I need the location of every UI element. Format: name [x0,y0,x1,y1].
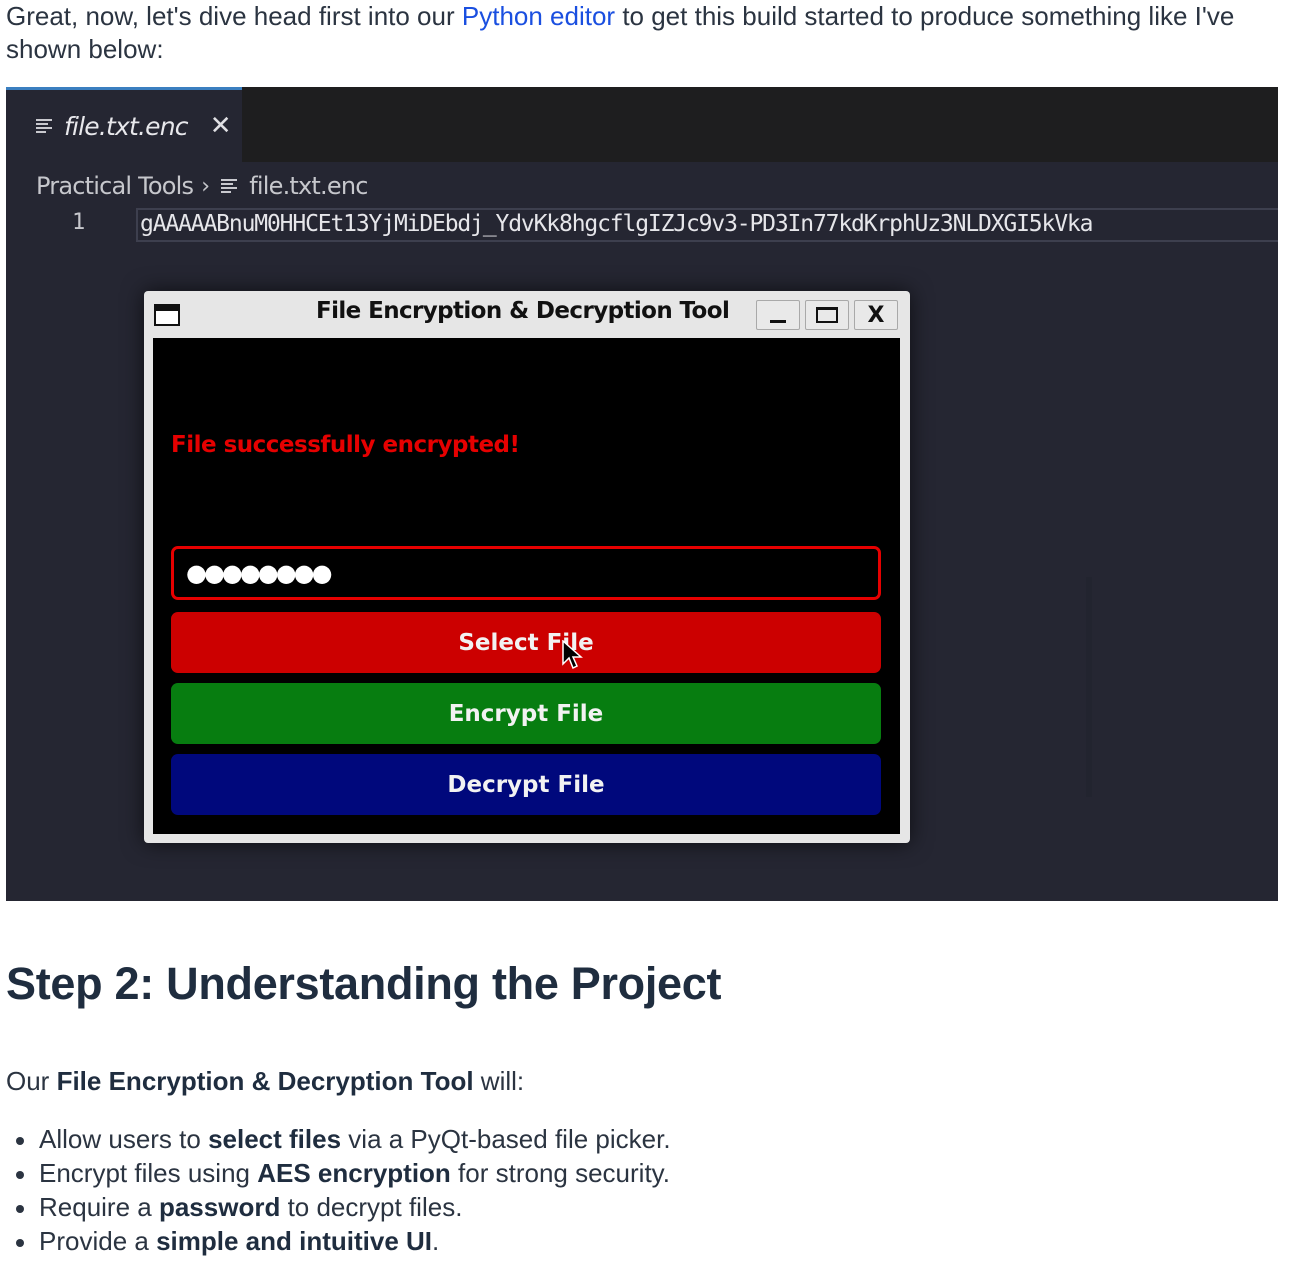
breadcrumb-file[interactable]: file.txt.enc [249,172,368,200]
item-bold: password [158,1192,281,1222]
editor-tab-bar: file.txt.enc ✕ [6,87,1278,162]
status-message: File successfully encrypted! [171,432,520,458]
close-icon: X [867,302,885,328]
breadcrumb: Practical Tools › file.txt.enc [36,169,368,203]
password-input[interactable]: ●●●●●●●● [171,546,881,600]
text-file-icon [221,179,238,193]
item-text: . [432,1226,440,1256]
minimize-button[interactable] [756,300,800,330]
select-file-button[interactable]: Select File [171,612,881,673]
tab-label: file.txt.enc [64,111,189,141]
minimize-icon [770,319,786,323]
item-bold: AES encryption [257,1158,451,1188]
item-bold: simple and intuitive UI [156,1226,433,1256]
lead-suffix: will: [473,1066,525,1096]
code-line: 1 gAAAAABnuM0HHCEt13YjMiDEbdj_YdvKk8hgcf… [6,208,1278,242]
app-window: File Encryption & Decryption Tool X File… [144,291,910,843]
intro-paragraph: Great, now, let's dive head first into o… [6,0,1276,66]
item-text: Require a [39,1192,159,1222]
list-item: Encrypt files using AES encryption for s… [14,1156,671,1190]
maximize-icon [816,307,838,323]
list-item: Provide a simple and intuitive UI. [14,1224,671,1258]
encrypted-content[interactable]: gAAAAABnuM0HHCEt13YjMiDEbdj_YdvKk8hgcflg… [140,211,1093,237]
window-title: File Encryption & Decryption Tool [316,298,730,324]
breadcrumb-folder[interactable]: Practical Tools [36,172,194,200]
current-line-highlight [136,208,1278,242]
item-bold: select files [208,1124,342,1154]
maximize-button[interactable] [805,300,849,330]
item-text: Encrypt files using [39,1158,258,1188]
feature-list: Allow users to select files via a PyQt-b… [14,1122,671,1258]
line-number: 1 [72,210,86,235]
window-body: File successfully encrypted! ●●●●●●●● Se… [153,338,900,834]
lead-bold: File Encryption & Decryption Tool [56,1066,474,1096]
close-window-button[interactable]: X [854,300,898,330]
lead-paragraph: Our File Encryption & Decryption Tool wi… [6,1066,524,1097]
window-icon [154,304,180,326]
list-item: Require a password to decrypt files. [14,1190,671,1224]
password-value: ●●●●●●●● [186,559,333,587]
section-heading: Step 2: Understanding the Project [6,958,722,1009]
item-text: to decrypt files. [280,1192,463,1222]
tab-file-txt-enc[interactable]: file.txt.enc ✕ [6,87,242,162]
lead-prefix: Our [6,1066,57,1096]
scroll-indicator [1086,577,1092,797]
decrypt-file-button[interactable]: Decrypt File [171,754,881,815]
close-icon[interactable]: ✕ [209,111,232,141]
item-text: Allow users to [39,1124,209,1154]
intro-text: Great, now, let's dive head first into o… [6,1,462,31]
mouse-pointer-icon [562,640,583,670]
editor-screenshot: file.txt.enc ✕ Practical Tools › file.tx… [6,87,1278,901]
python-editor-link[interactable]: Python editor [461,1,616,31]
item-text: Provide a [39,1226,157,1256]
chevron-right-icon: › [201,173,210,199]
text-file-icon [36,119,52,133]
window-titlebar[interactable]: File Encryption & Decryption Tool X [144,291,910,335]
list-item: Allow users to select files via a PyQt-b… [14,1122,671,1156]
encrypt-file-button[interactable]: Encrypt File [171,683,881,744]
item-text: for strong security. [450,1158,670,1188]
intro-text-continued: to get this build started to produce som… [6,1,1235,64]
item-text: via a PyQt-based file picker. [341,1124,671,1154]
